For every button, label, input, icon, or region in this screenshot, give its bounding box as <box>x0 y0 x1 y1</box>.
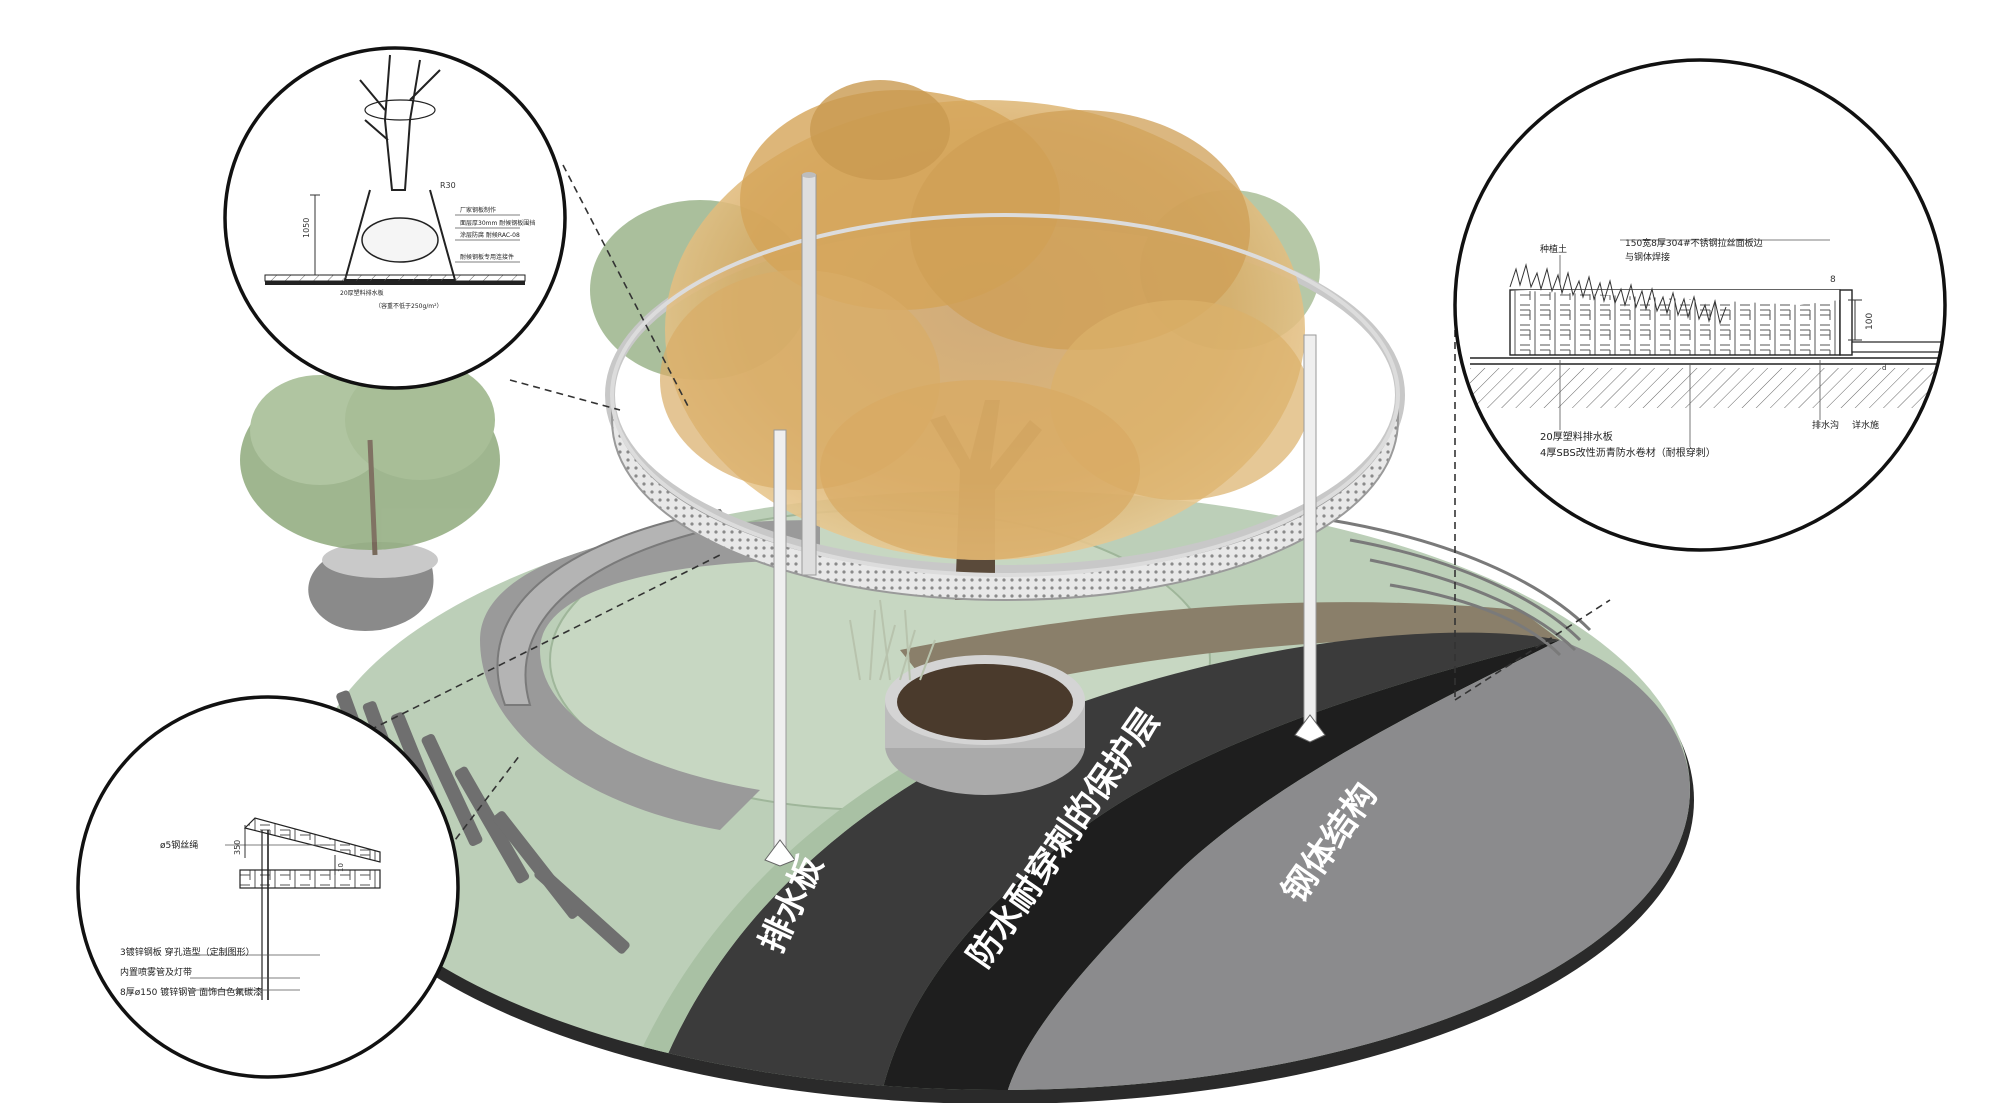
seat-pipe: 8厚ø150 镀锌钢管 面饰白色氟碳漆 <box>120 986 262 998</box>
dim-small: d <box>1882 364 1886 372</box>
green-edge-2: 与钢体焊接 <box>1625 251 1670 263</box>
green-edge-1: 150宽8厚304#不锈钢拉丝面板边 <box>1625 237 1763 249</box>
tree-note-1: 厂家钢板制作 <box>460 206 496 214</box>
leader-lines <box>369 164 1611 926</box>
dim-r30: R30 <box>440 181 456 190</box>
dim-350: 350 <box>233 840 242 855</box>
tree-note-4: 耐候钢板专用连接件 <box>460 253 514 261</box>
green-layer-2: 4厚SBS改性沥青防水卷材（耐根穿刺） <box>1540 446 1716 459</box>
dim-100: 100 <box>1865 313 1875 330</box>
perforated-ring-front <box>610 213 1400 602</box>
side-planter <box>308 542 438 631</box>
central-tree <box>660 80 1310 600</box>
seat-light: 内置喷雾管及灯带 <box>120 966 192 978</box>
detail-green-edge: 种植土 150宽8厚304#不锈钢拉丝面板边 与钢体焊接 8 100 d 20厚… <box>1453 58 1947 552</box>
seat-rope: ø5钢丝绳 <box>160 839 198 851</box>
green-drain: 排水沟 <box>1812 419 1839 431</box>
stepped-seating-right <box>1329 518 1592 657</box>
green-soil: 种植土 <box>1540 243 1567 255</box>
ornamental-grass <box>849 599 936 681</box>
detail-seat-edge: ø5钢丝绳 350 10 3镀锌钢板 穿孔造型（定制图形） 内置喷雾管及灯带 8… <box>76 695 460 1079</box>
seat-plate: 3镀锌钢板 穿孔造型（定制图形） <box>120 946 255 958</box>
tree-note-2: 面层厚30mm 耐候钢板围挡 <box>460 219 535 227</box>
dim-8: 8 <box>1830 275 1836 285</box>
detail-tree-pit: 1050 R30 厂家钢板制作 面层厚30mm 耐候钢板围挡 涂层防腐 耐候RA… <box>223 46 567 390</box>
central-planter <box>885 655 1085 795</box>
dim-10: 10 <box>337 863 345 872</box>
tree-note-3: 涂层防腐 耐候RAC-08 <box>460 231 520 239</box>
support-poles <box>764 172 1326 867</box>
left-tree <box>240 360 500 556</box>
tree-bottom-1: 20厚塑料排水板 <box>340 289 384 297</box>
green-layer-1: 20厚塑料排水板 <box>1540 430 1613 443</box>
dim-1050: 1050 <box>302 218 311 238</box>
tree-bottom-2: （容重不低于250g/m²） <box>375 302 443 310</box>
green-drain-2: 详水施 <box>1852 419 1879 431</box>
